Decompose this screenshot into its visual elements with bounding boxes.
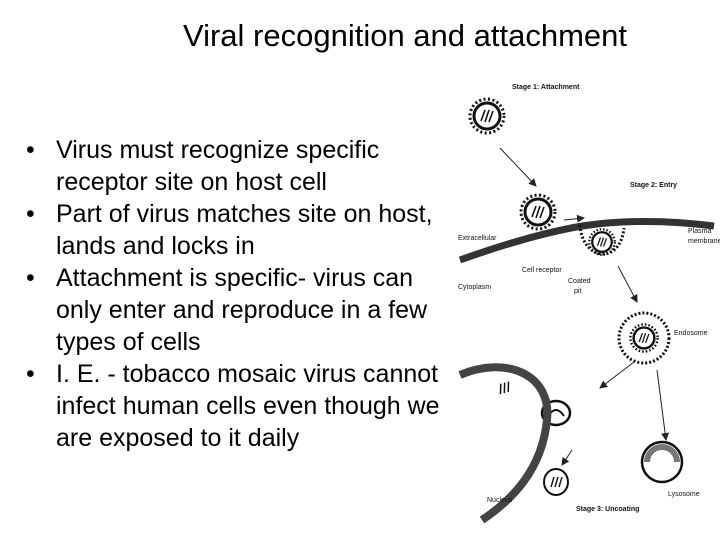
genome-arrow-icon [561,449,573,466]
cytoplasm-label: Cytoplasm [458,284,491,291]
bullet-dot: • [26,200,35,228]
nucleus-label: Nucleus [487,497,513,504]
stage3-label: Stage 3: Uncoating [576,506,639,513]
bullet-item: • Part of virus matches site on host, lan… [26,198,456,262]
bullet-text: Attachment is specific- virus can only e… [56,264,428,356]
plasma-membrane-icon [458,218,715,264]
extracellular-label: Extracellular [458,235,497,242]
endosome-label: Endosome [674,330,708,337]
slide-title: Viral recognition and attachment [182,18,628,53]
bullet-dot: • [26,136,35,164]
bullet-list: • Virus must recognize specific receptor … [26,134,456,454]
lysosome-icon [640,440,684,484]
bullet-text: Virus must recognize specific receptor s… [56,136,380,196]
nucleus-icon [458,363,552,524]
attached-virion-icon [519,193,557,231]
bullet-item: • Attachment is specific- virus can only … [26,262,456,358]
viral-genome-icon [499,381,510,395]
stage2-label: Stage 2: Entry [630,182,677,189]
bullet-dot: • [26,264,35,292]
stage1-label: Stage 1: Attachment [512,84,580,91]
lysosome-label: Lysosome [668,491,700,498]
bullet-text: I. E. - tobacco mosaic virus cannot infe… [56,360,440,452]
attachment-arrow-icon [499,147,537,187]
endocytosis-arrow-icon [617,265,638,303]
bullet-dot: • [26,360,35,388]
bullet-item: • Virus must recognize specific receptor … [26,134,456,198]
cell-receptor-label: Cell receptor [522,267,562,274]
bullet-item: • I. E. - tobacco mosaic virus cannot inf… [26,358,456,454]
pit-label: pit [574,288,581,295]
membrane-label: membrane [688,238,720,245]
endosome-icon [617,311,671,365]
uncoated-genome-icon [543,468,569,496]
coated-label: Coated [568,278,591,285]
free-virion-icon [468,97,506,135]
bullet-text: Part of virus matches site on host, land… [56,200,433,260]
virus-entry-diagram: Stage 1: Attachment Stage 2: Entry Stage… [458,84,720,524]
plasma-label: Plasma [688,228,711,235]
uncoating-arrow-icon [599,361,635,389]
entry-arrow-icon [563,214,585,223]
lysosome-arrow-icon [656,369,670,441]
